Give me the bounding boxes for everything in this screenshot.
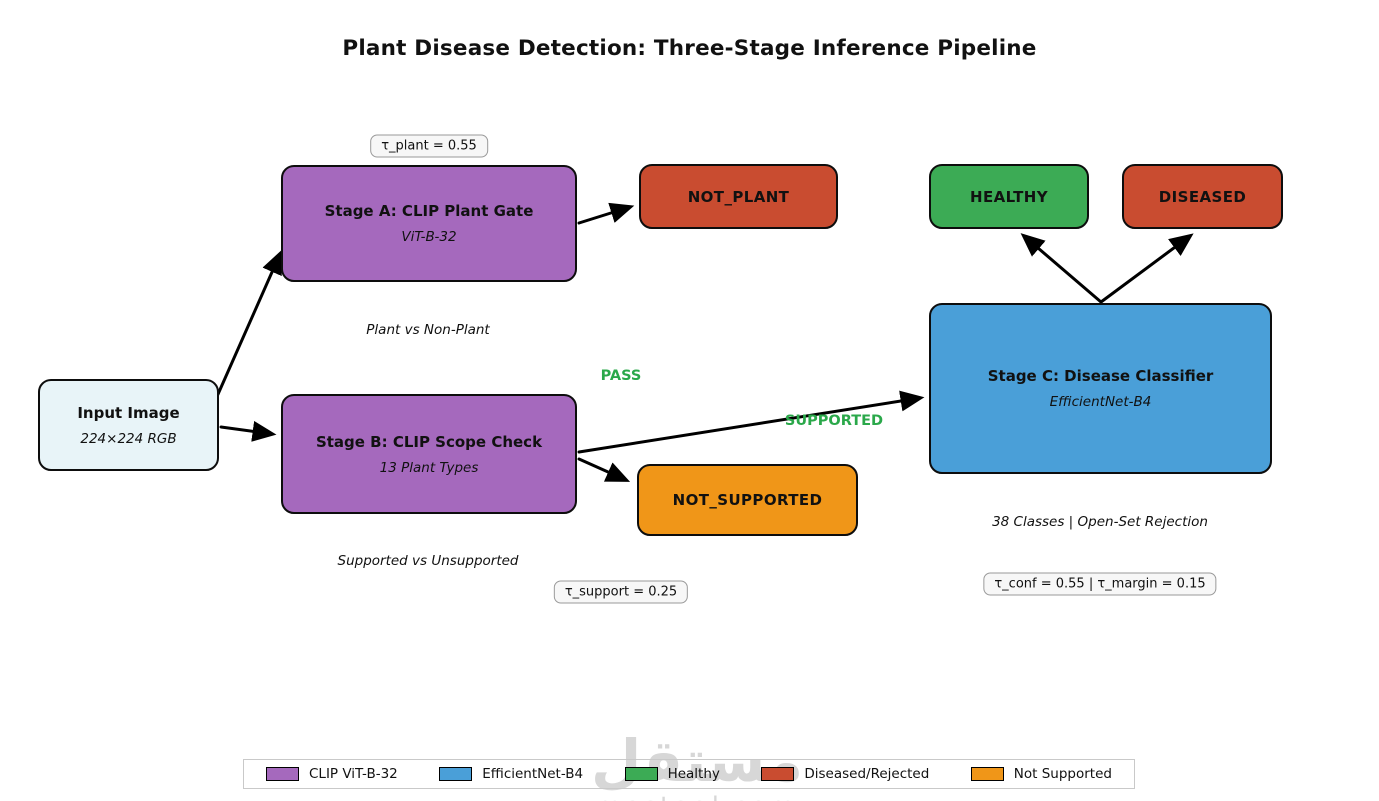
edge-label-supported: SUPPORTED (784, 413, 884, 429)
efficientnet-color-swatch (439, 767, 473, 781)
legend-item-not-supported: Not Supported (970, 766, 1112, 782)
threshold-conf-margin-tag: τ_conf = 0.55 | τ_margin = 0.15 (983, 572, 1217, 596)
stage-b-subtitle: 13 Plant Types (379, 459, 479, 476)
not-plant-label: NOT_PLANT (687, 187, 790, 206)
stage-c-title: Stage C: Disease Classifier (987, 367, 1214, 385)
legend-label-healthy: Healthy (667, 766, 720, 782)
arrow-input-to-stage-b (219, 420, 277, 442)
diseased-label: DISEASED (1158, 187, 1247, 206)
arrow-input-to-stage-a (213, 249, 282, 403)
node-stage-b: Stage B: CLIP Scope Check 13 Plant Types (281, 394, 577, 514)
arrow-stage-c-to-healthy (1020, 233, 1103, 304)
threshold-support-tag: τ_support = 0.25 (553, 580, 689, 604)
legend-item-diseased: Diseased/Rejected (761, 766, 929, 782)
arrow-stage-a-to-not-plant (577, 202, 635, 225)
diseased-color-swatch (761, 767, 795, 781)
watermark-domain-text: mostaql.com (591, 792, 803, 801)
diagram-title: Plant Disease Detection: Three-Stage Inf… (342, 36, 1037, 61)
stage-b-title: Stage B: CLIP Scope Check (315, 432, 543, 451)
not-supported-color-swatch (970, 767, 1004, 781)
legend-label-clip: CLIP ViT-B-32 (309, 766, 398, 782)
healthy-color-swatch (624, 767, 658, 781)
legend-label-not-supported: Not Supported (1013, 766, 1112, 782)
edge-label-pass: PASS (600, 368, 642, 384)
clip-color-swatch (266, 767, 299, 781)
node-healthy: HEALTHY (929, 164, 1089, 229)
node-not-plant: NOT_PLANT (639, 164, 838, 229)
input-image-subtitle: 224×224 RGB (80, 430, 177, 447)
arrow-stage-b-to-not-supported (577, 457, 631, 482)
legend-item-healthy: Healthy (624, 766, 720, 782)
stage-c-caption: 38 Classes | Open-Set Rejection (992, 514, 1208, 530)
stage-b-caption: Supported vs Unsupported (337, 553, 519, 569)
node-input-image: Input Image 224×224 RGB (38, 379, 219, 471)
node-stage-c: Stage C: Disease Classifier EfficientNet… (929, 303, 1272, 474)
healthy-label: HEALTHY (970, 187, 1048, 206)
legend: CLIP ViT-B-32 EfficientNet-B4 Healthy Di… (243, 759, 1135, 789)
stage-c-subtitle: EfficientNet-B4 (1049, 394, 1152, 410)
stage-a-title: Stage A: CLIP Plant Gate (324, 202, 534, 220)
stage-a-subtitle: ViT-B-32 (401, 229, 457, 245)
arrow-stage-c-to-diseased (1099, 233, 1194, 304)
input-image-title: Input Image (77, 403, 180, 422)
node-diseased: DISEASED (1122, 164, 1283, 229)
legend-label-efficientnet: EfficientNet-B4 (482, 766, 584, 782)
legend-item-efficientnet: EfficientNet-B4 (439, 766, 583, 782)
threshold-plant-tag: τ_plant = 0.55 (370, 134, 488, 158)
legend-item-clip: CLIP ViT-B-32 (266, 766, 398, 782)
stage-a-caption: Plant vs Non-Plant (366, 322, 490, 338)
node-not-supported: NOT_SUPPORTED (637, 464, 858, 536)
node-stage-a: Stage A: CLIP Plant Gate ViT-B-32 (281, 165, 577, 282)
not-supported-label: NOT_SUPPORTED (672, 491, 823, 509)
legend-label-diseased: Diseased/Rejected (804, 766, 930, 782)
